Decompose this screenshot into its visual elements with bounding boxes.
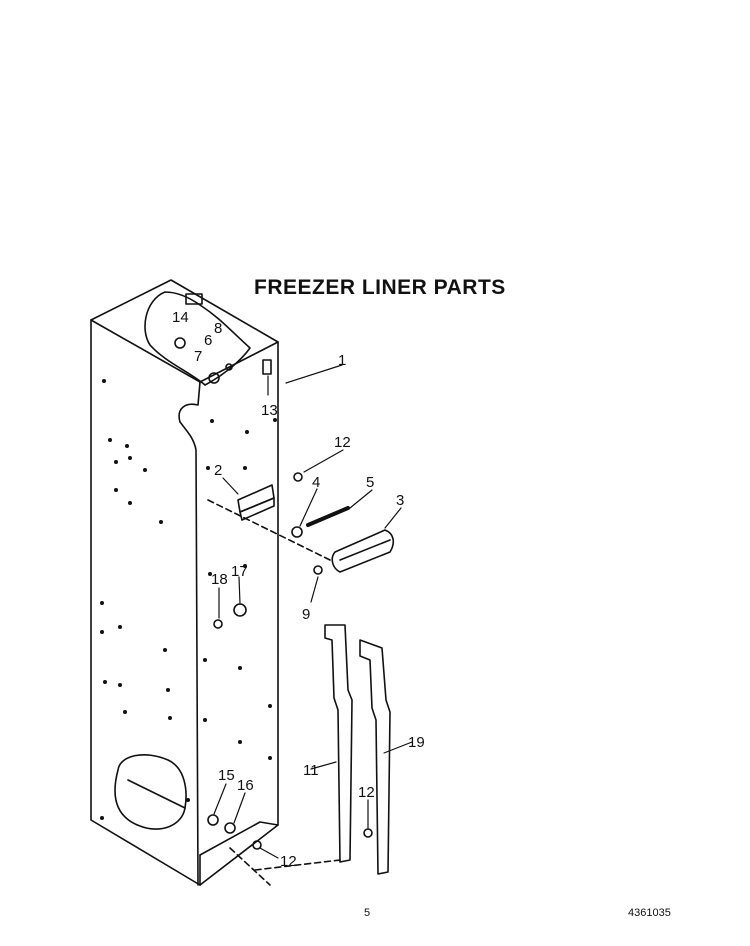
callout-14: 14 [172, 309, 189, 326]
callout-13: 13 [261, 402, 278, 419]
callout-12-right: 12 [358, 784, 375, 801]
callout-7: 7 [194, 348, 202, 365]
callout-1: 1 [338, 352, 346, 369]
callout-12-top: 12 [334, 434, 351, 451]
part-2-bracket [237, 484, 275, 521]
callout-labels: 1 2 3 4 5 6 7 8 9 11 12 12 12 13 14 15 1… [172, 309, 425, 870]
page-number: 5 [364, 907, 371, 919]
callout-16: 16 [237, 777, 254, 794]
callout-4: 4 [312, 474, 320, 491]
part-5-rod [306, 506, 350, 527]
diagram-title: FREEZER LINER PARTS [254, 276, 506, 299]
callout-19: 19 [408, 734, 425, 751]
panel-dots [100, 379, 277, 820]
callout-17: 17 [231, 563, 248, 580]
callout-15: 15 [218, 767, 235, 784]
callout-3: 3 [396, 492, 404, 509]
callout-2: 2 [214, 462, 222, 479]
callout-18: 18 [211, 571, 228, 588]
part-3-channel [331, 529, 395, 573]
callout-8: 8 [214, 320, 222, 337]
part-19-rail [359, 639, 391, 875]
part-11-rail [324, 624, 353, 863]
callout-5: 5 [366, 474, 374, 491]
callout-9: 9 [302, 606, 310, 623]
document-code: 4361035 [628, 907, 671, 919]
callout-6: 6 [204, 332, 212, 349]
callout-12-bottom: 12 [280, 853, 297, 870]
fasteners [174, 337, 373, 850]
liner-outline [90, 279, 341, 886]
callout-11: 11 [303, 762, 319, 779]
leader-lines [213, 364, 413, 859]
